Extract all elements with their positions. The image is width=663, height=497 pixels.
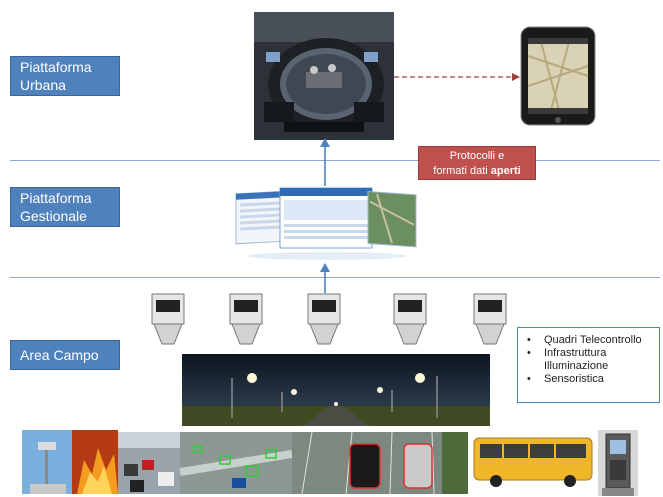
arrow-up-to-gestionale (320, 263, 330, 293)
smartphone-map (520, 26, 596, 126)
field-item-2: Infrastruttura Illuminazione (524, 347, 655, 373)
callout-line2-prefix: formati dati (433, 165, 491, 177)
kiosk-photo (598, 430, 638, 496)
bus-photo (472, 434, 594, 488)
street-lighting-photo (182, 354, 490, 426)
cctv-photo (180, 432, 292, 494)
layer-label-gestionale: Piattaforma Gestionale (10, 187, 120, 227)
arrow-up-to-urbana (320, 138, 330, 186)
field-cabinet-4 (390, 292, 430, 348)
layer-label-campo: Area Campo (10, 340, 120, 370)
layer-label-campo-text: Area Campo (20, 347, 99, 363)
divider-middle (10, 277, 660, 278)
callout-open-protocols: Protocolli e formati dati aperti (418, 146, 536, 180)
layer-label-urbana-text: Piattaforma Urbana (20, 59, 92, 93)
field-item-3: Sensoristica (524, 373, 655, 386)
fire-photo (72, 430, 118, 494)
field-cabinet-1 (148, 292, 188, 348)
divider-top (10, 160, 660, 161)
dashed-arrow-to-phone (394, 73, 520, 81)
layer-label-urbana: Piattaforma Urbana (10, 56, 120, 96)
field-cabinet-5 (470, 292, 510, 348)
parking-photo (292, 432, 468, 494)
control-room-photo (254, 12, 394, 140)
layer-label-gestionale-text: Piattaforma Gestionale (20, 190, 92, 224)
traffic-photo (118, 432, 180, 494)
field-cabinet-2 (226, 292, 266, 348)
sensor-photo (22, 430, 72, 494)
field-item-1: Quadri Telecontrollo (524, 334, 655, 347)
callout-line2: formati dati aperti (419, 164, 535, 179)
callout-line1: Protocolli e (449, 150, 505, 162)
field-items-box: Quadri Telecontrollo Infrastruttura Illu… (517, 327, 660, 403)
field-cabinet-3 (304, 292, 344, 348)
callout-line2-bold: aperti (490, 165, 521, 177)
software-screens (232, 182, 422, 262)
